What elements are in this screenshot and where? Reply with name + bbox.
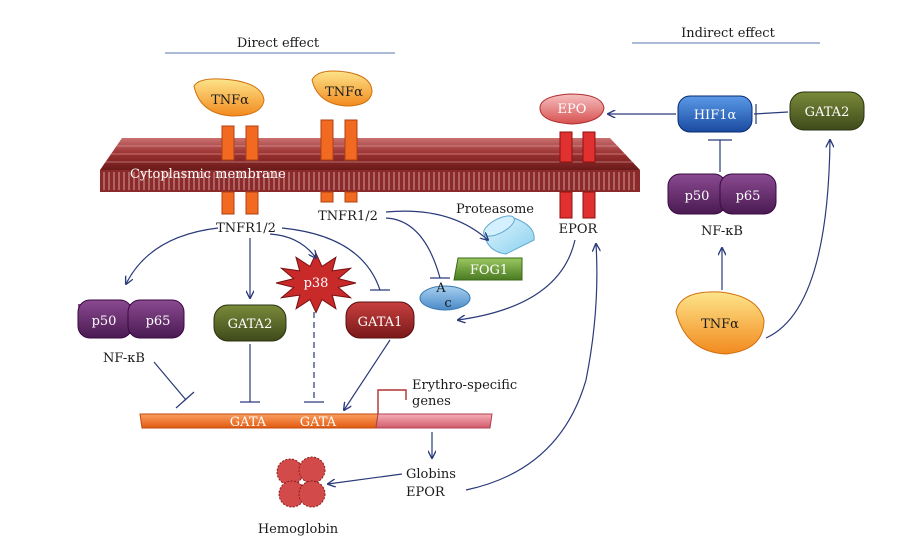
fog1-label: FOG1 <box>470 263 508 278</box>
epor-receptor-label: EPOR <box>559 222 599 237</box>
dna-strand: GATA GATA <box>139 413 493 430</box>
indirect-effect-header: Indirect effect <box>681 26 775 41</box>
tnf-right-label: TNFα <box>325 85 363 100</box>
epor-receptor <box>559 131 596 219</box>
epo-label: EPO <box>558 102 587 117</box>
genes-label-line2: genes <box>412 394 451 409</box>
gata2-indirect-label: GATA2 <box>805 105 850 120</box>
proteasome-shape <box>483 215 535 255</box>
tnfr-left-label: TNFR1/2 <box>216 221 276 236</box>
direct-effect-header: Direct effect <box>237 36 320 51</box>
genes-label-line1: Erythro-specific <box>412 378 517 393</box>
ac-letter-a: A <box>435 281 446 296</box>
hif1a-label: HIF1α <box>694 108 737 123</box>
nfkb-complex: p50 p65 <box>77 299 185 339</box>
p50-label: p50 <box>92 314 117 329</box>
p65-indirect-label: p65 <box>736 189 761 204</box>
nfkb-indirect-complex: p50 p65 <box>667 173 777 215</box>
hemoglobin-label: Hemoglobin <box>258 522 339 537</box>
tnfr-left-receptor <box>221 125 259 215</box>
p38-kinase: p38 <box>275 252 357 314</box>
hemoglobin-shape <box>276 456 326 508</box>
acetylation-mark: A c <box>419 281 471 311</box>
nfkb-label: NF-κB <box>103 351 145 366</box>
gata2-factor: GATA2 <box>213 304 287 342</box>
tnf-alpha-ligand-right: TNFα <box>311 70 373 107</box>
gata-site-2: GATA <box>300 415 337 430</box>
globins-label: Globins <box>406 467 456 482</box>
tnf-alpha-ligand-left: TNFα <box>193 78 265 117</box>
tnf-indirect-label: TNFα <box>701 317 739 332</box>
pathway-connectors <box>126 104 830 491</box>
membrane-label: Cytoplasmic membrane <box>130 167 286 182</box>
tnf-left-label: TNFα <box>211 93 249 108</box>
gene-promoter-mark <box>377 389 407 414</box>
fog1-factor: FOG1 <box>453 257 523 281</box>
gata1-label: GATA1 <box>358 315 403 330</box>
gata1-factor: GATA1 <box>345 301 415 339</box>
epor-product-label: EPOR <box>406 485 446 500</box>
tnfr-right-label: TNFR1/2 <box>318 209 378 224</box>
cytoplasmic-membrane: Cytoplasmic membrane <box>100 138 640 192</box>
gata2-label: GATA2 <box>228 317 273 332</box>
p50-indirect-label: p50 <box>685 189 710 204</box>
p38-label: p38 <box>304 276 329 291</box>
proteasome-label: Proteasome <box>456 202 534 217</box>
tnf-alpha-indirect: TNFα <box>675 291 765 355</box>
tnfr-right-receptor <box>320 119 358 203</box>
ac-letter-c: c <box>444 296 451 311</box>
p65-label: p65 <box>146 314 171 329</box>
gata-site-1: GATA <box>230 415 267 430</box>
epo-ligand: EPO <box>539 93 605 125</box>
hif1a-factor: HIF1α <box>677 95 753 133</box>
gata2-indirect-factor: GATA2 <box>789 91 865 131</box>
nfkb-indirect-label: NF-κB <box>701 224 743 239</box>
